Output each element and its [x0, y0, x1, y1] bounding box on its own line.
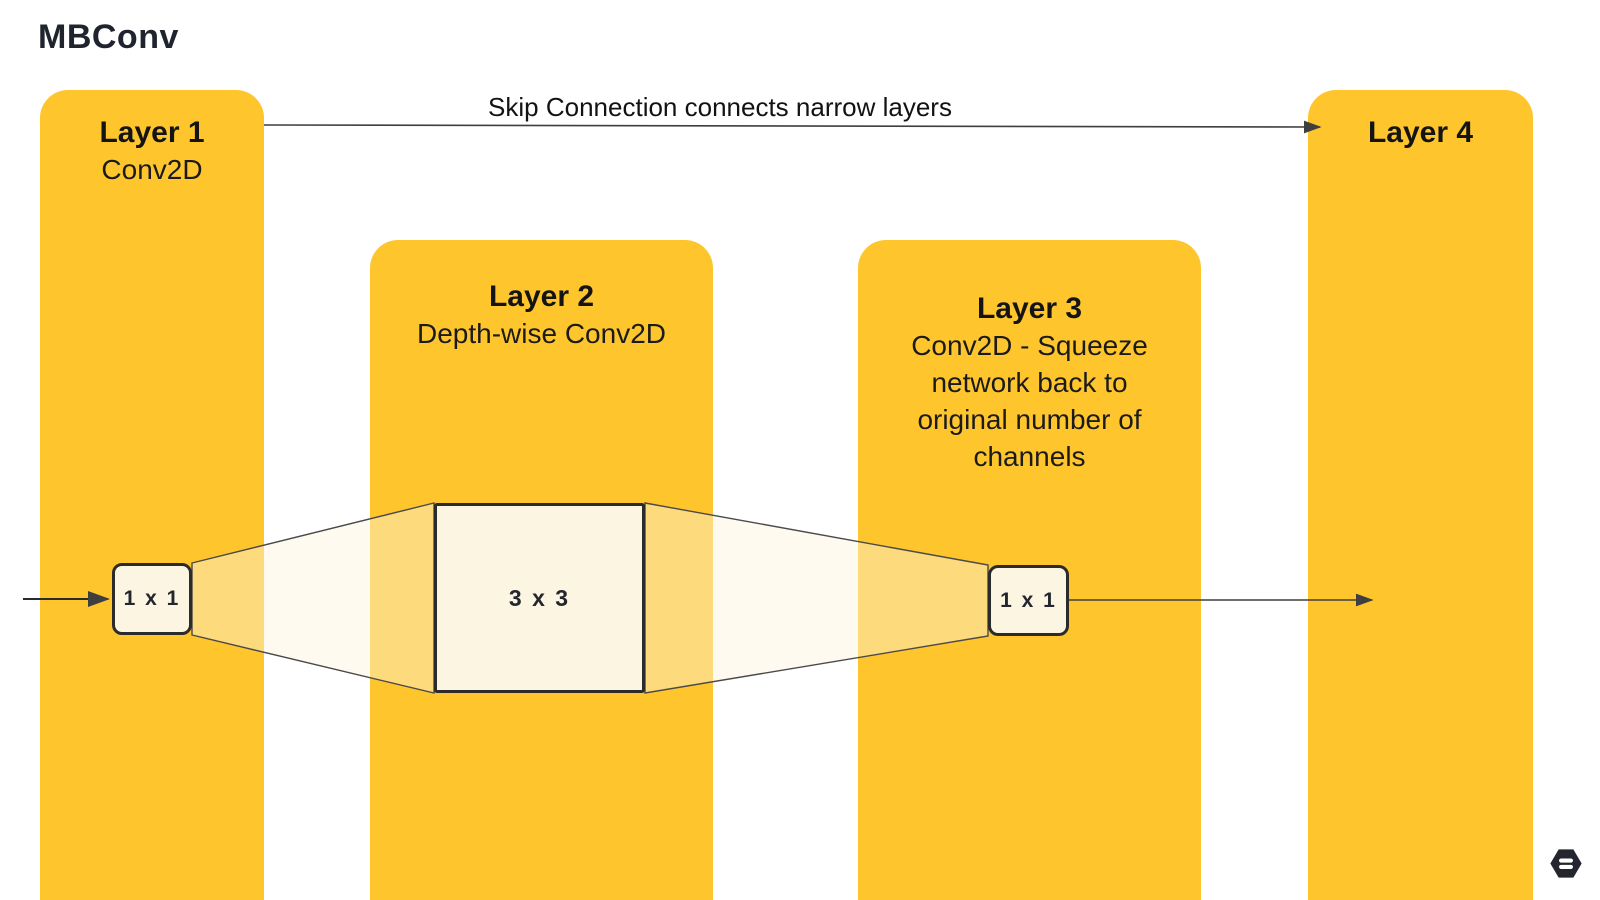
skip-connection-arrow [263, 120, 1322, 134]
page-title: MBConv [38, 18, 179, 56]
expand-conv-box: 1 x 1 [112, 563, 192, 635]
layer-1-column: Layer 1 Conv2D [40, 90, 264, 900]
depthwise-conv-label: 3 x 3 [508, 584, 571, 611]
hexagon-logo-icon [1550, 849, 1582, 878]
expand-conv-label: 1 x 1 [123, 587, 181, 610]
layer-4-column: Layer 4 [1308, 90, 1533, 900]
layer-3-desc-line: Conv2D - Squeeze [911, 330, 1148, 361]
layer-1-header: Layer 1 Conv2D [40, 90, 264, 188]
squeeze-conv-label: 1 x 1 [1000, 588, 1057, 612]
layer-3-header: Layer 3 Conv2D - Squeeze network back to… [858, 240, 1201, 475]
layer-2-header: Layer 2 Depth-wise Conv2D [370, 240, 713, 352]
layer-4-header: Layer 4 [1308, 90, 1533, 151]
squeeze-conv-box: 1 x 1 [988, 565, 1069, 636]
layer-3-desc: Conv2D - Squeeze network back to origina… [858, 327, 1201, 475]
layer-2-desc: Depth-wise Conv2D [417, 318, 666, 349]
layer-3-desc-line: network back to [931, 367, 1128, 398]
layer-3-desc-line: original number of [917, 404, 1142, 435]
layer-3-desc-line: channels [973, 441, 1086, 472]
layer-1-title: Layer 1 [99, 116, 205, 149]
layer-4-title: Layer 4 [1367, 116, 1474, 149]
layer-3-title: Layer 3 [976, 292, 1083, 325]
layer-2-title: Layer 2 [488, 280, 595, 313]
skip-connection-label: Skip Connection connects narrow layers [488, 92, 952, 122]
layer-1-desc: Conv2D [101, 154, 203, 185]
depthwise-conv-box: 3 x 3 [434, 503, 645, 693]
layer-3-column: Layer 3 Conv2D - Squeeze network back to… [858, 240, 1201, 900]
